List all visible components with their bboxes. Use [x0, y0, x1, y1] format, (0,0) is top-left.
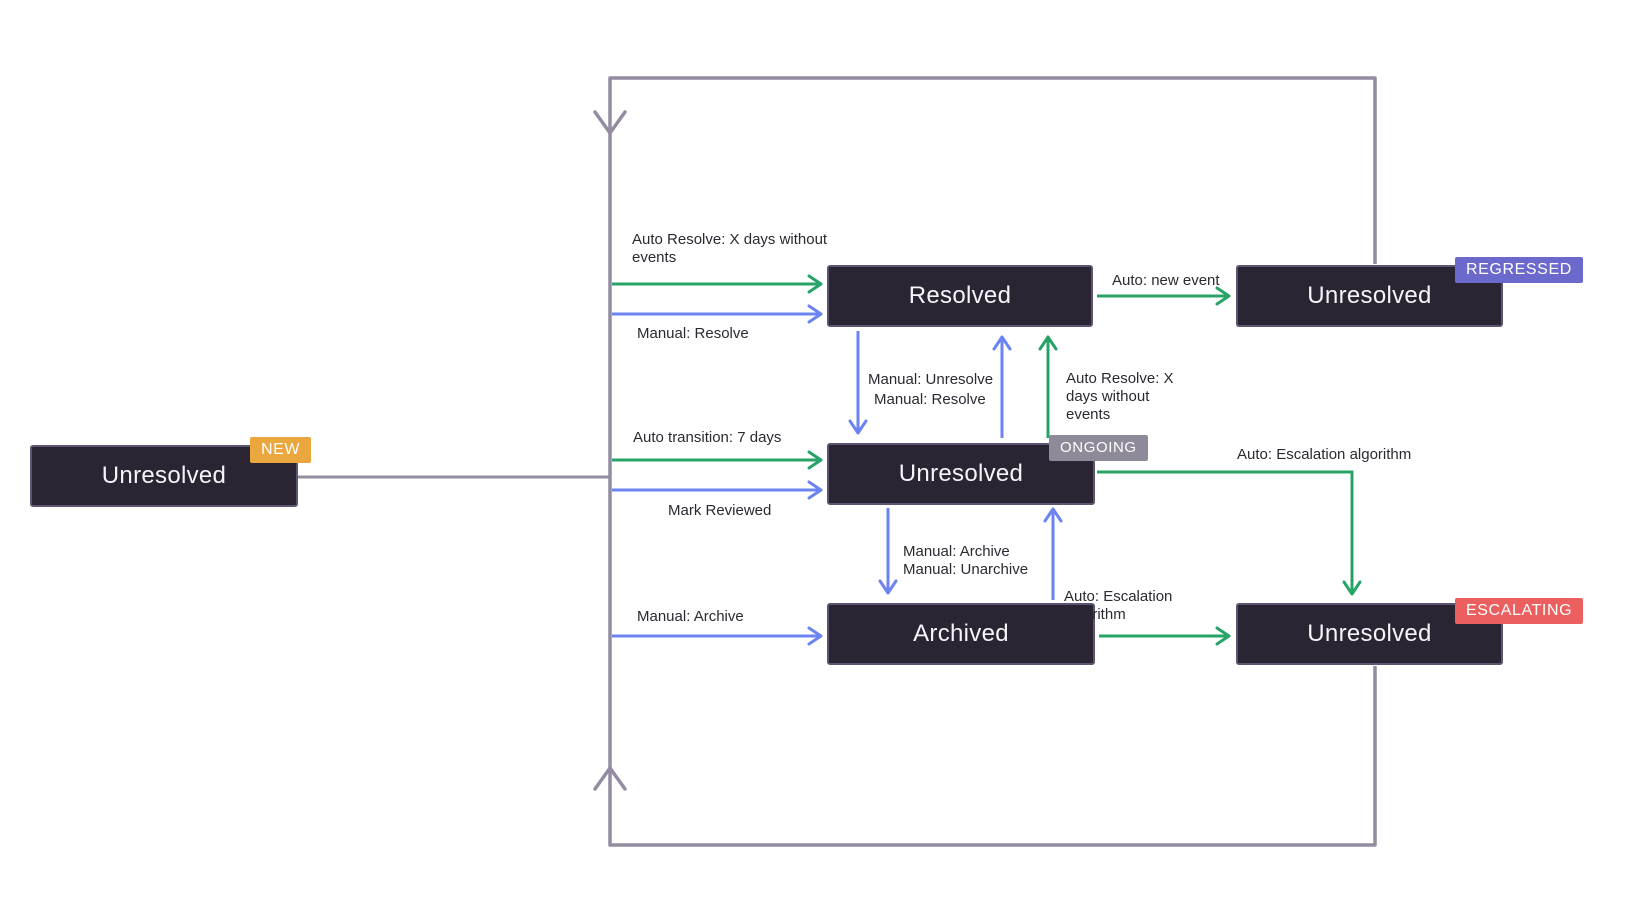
- node-label: Unresolved: [898, 460, 1024, 487]
- edge-label-mark-reviewed: Mark Reviewed: [668, 502, 772, 519]
- node-label: Unresolved: [1307, 620, 1432, 647]
- node-unresolved-escalating: Unresolved ESCALATING: [1236, 598, 1584, 665]
- edge-label-auto-escalation-right: Auto: Escalation algorithm: [1237, 446, 1412, 463]
- node-resolved: Resolved: [827, 265, 1093, 327]
- loop-arrowhead-down-icon: [593, 110, 627, 137]
- node-label: Resolved: [908, 282, 1012, 309]
- edge-label-manual-unarchive-mid: Manual: Unarchive: [903, 561, 1029, 578]
- status-badge-new: NEW: [250, 437, 312, 463]
- status-badge-escalating: ESCALATING: [1455, 598, 1584, 624]
- loop-arrowhead-up-icon: [593, 764, 627, 791]
- edge-label-manual-resolve-top: Manual: Resolve: [637, 325, 749, 342]
- feedback-loop-line: [608, 76, 1377, 847]
- edge-label-auto-escalation-bottom: Auto: Escalation algorithm: [1064, 588, 1173, 623]
- edge-label-auto-transition: Auto transition: 7 days: [633, 429, 782, 446]
- edge-label-manual-archive-mid: Manual: Archive: [903, 543, 1010, 560]
- edge-label-manual-archive-left: Manual: Archive: [637, 608, 744, 625]
- node-label: Unresolved: [1307, 282, 1432, 309]
- edge-label-auto-resolve-mid: Auto Resolve: X days without events: [1066, 370, 1174, 423]
- edge-label-auto-new-event: Auto: new event: [1112, 272, 1220, 289]
- node-unresolved-new: Unresolved NEW: [30, 437, 312, 507]
- node-label: Unresolved: [101, 462, 227, 489]
- arrow-escalation-ongoing-to-escalating: [1097, 470, 1362, 596]
- node-unresolved-ongoing: Unresolved ONGOING: [827, 435, 1148, 505]
- status-badge-ongoing: ONGOING: [1049, 435, 1148, 461]
- edge-label-manual-resolve-mid: Manual: Resolve: [874, 391, 986, 408]
- node-label: Archived: [913, 620, 1009, 647]
- edge-label-auto-resolve-top: Auto Resolve: X days without events: [632, 231, 828, 266]
- status-badge-regressed: REGRESSED: [1455, 257, 1583, 283]
- edge-label-manual-unresolve: Manual: Unresolve: [868, 371, 994, 388]
- node-archived: Archived: [827, 603, 1095, 665]
- node-unresolved-regressed: Unresolved REGRESSED: [1236, 257, 1583, 327]
